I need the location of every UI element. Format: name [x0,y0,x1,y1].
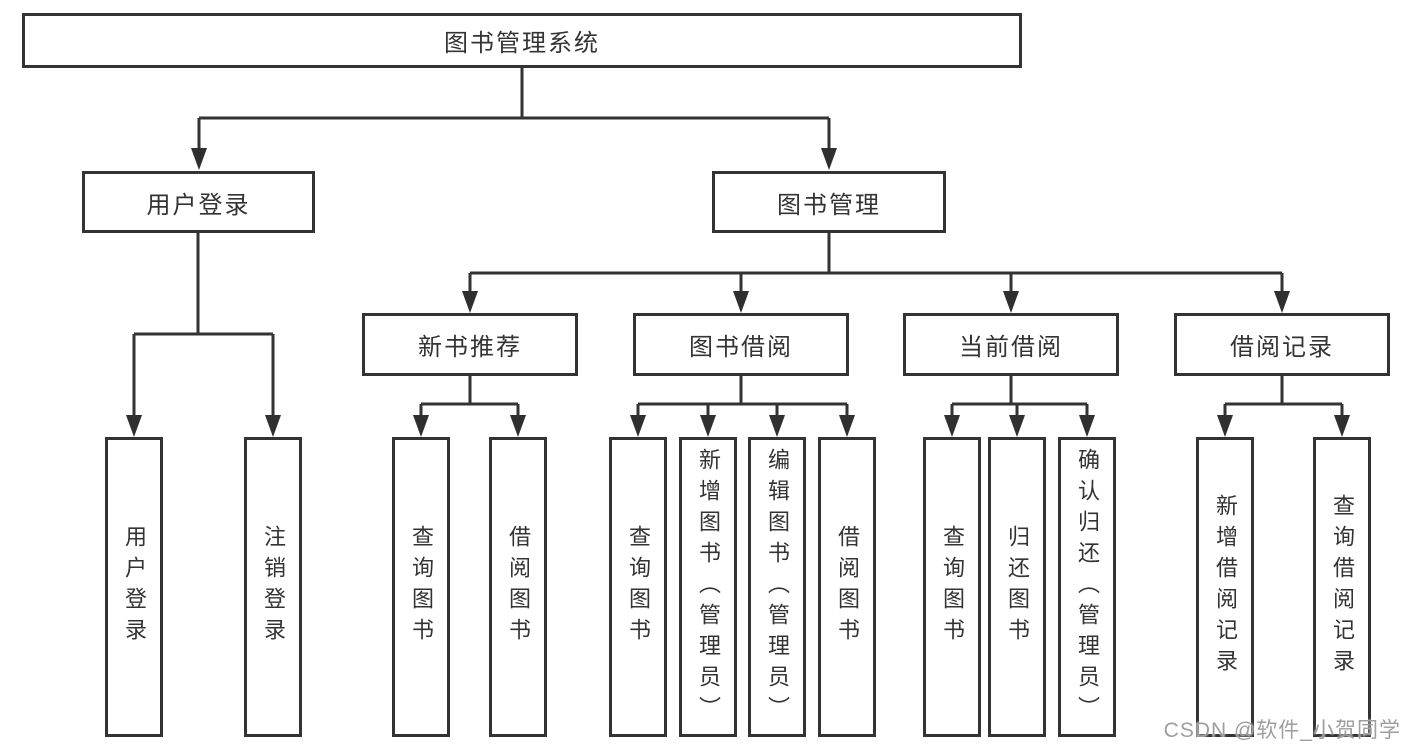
arrowhead [700,415,716,437]
leaf-edit-book-admin: 编辑图书（管理员） [748,437,806,737]
leaf-query-books-2: 查询图书 [609,437,667,737]
connector-userlogin-leaves [132,233,275,423]
connector-bookmgmt-level3 [468,233,1284,299]
arrowhead [630,415,646,437]
leaf-query-books-3-label: 查询图书 [940,525,965,649]
node-new-book-recommend-label: 新书推荐 [418,334,522,361]
leaf-query-books-2-label: 查询图书 [626,525,651,649]
arrowhead [1079,415,1095,437]
node-book-borrow: 图书借阅 [633,313,849,376]
node-book-borrow-label: 图书借阅 [689,334,793,361]
connector-borrow-leaves [636,376,849,423]
node-root-label: 图书管理系统 [444,30,600,57]
leaf-add-borrow-record: 新增借阅记录 [1196,437,1254,737]
arrowhead [126,415,142,437]
node-book-management-label: 图书管理 [777,191,881,219]
leaf-confirm-return-admin-label: 确认归还（管理员） [1075,447,1100,727]
arrowhead [462,291,478,313]
node-borrow-records-label: 借阅记录 [1230,334,1334,361]
node-root: 图书管理系统 [22,13,1022,68]
node-new-book-recommend: 新书推荐 [362,313,578,376]
node-borrow-records: 借阅记录 [1174,313,1390,376]
leaf-return-book: 归还图书 [988,437,1046,737]
arrowhead [1009,415,1025,437]
leaf-query-borrow-record: 查询借阅记录 [1313,437,1371,737]
leaf-add-book-admin: 新增图书（管理员） [679,437,737,737]
leaf-query-books-1: 查询图书 [392,437,450,737]
node-user-login: 用户登录 [82,171,315,233]
connector-current-leaves [950,376,1089,423]
leaf-return-book-label: 归还图书 [1005,525,1030,649]
node-book-management: 图书管理 [712,171,946,233]
connector-records-leaves [1223,376,1344,423]
connector-root-level2 [197,68,831,156]
leaf-borrow-books-1: 借阅图书 [489,437,547,737]
node-current-borrow: 当前借阅 [903,313,1119,376]
leaf-user-login-label: 用户登录 [122,525,147,649]
node-user-login-label: 用户登录 [146,191,251,219]
arrowhead [821,148,837,170]
csdn-watermark: CSDN @软件_小贺同学 [1163,719,1401,742]
arrowhead [510,415,526,437]
arrowhead [733,291,749,313]
leaf-confirm-return-admin: 确认归还（管理员） [1058,437,1116,737]
leaf-query-borrow-record-label: 查询借阅记录 [1330,494,1355,680]
arrowhead [1274,291,1290,313]
leaf-edit-book-admin-label: 编辑图书（管理员） [765,447,790,727]
arrowhead [1217,415,1233,437]
leaf-borrow-books-1-label: 借阅图书 [506,525,531,649]
arrowhead [413,415,429,437]
leaf-logout-label: 注销登录 [261,525,286,649]
arrowhead [944,415,960,437]
arrowhead [769,415,785,437]
arrowhead [265,415,281,437]
leaf-query-books-1-label: 查询图书 [409,525,434,649]
leaf-borrow-books-2: 借阅图书 [818,437,876,737]
connector-newbook-leaves [419,376,520,423]
arrowhead [191,148,207,170]
arrowhead [1334,415,1350,437]
leaf-query-books-3: 查询图书 [923,437,981,737]
arrowhead [839,415,855,437]
arrowhead [1003,291,1019,313]
leaf-add-borrow-record-label: 新增借阅记录 [1213,494,1238,680]
leaf-logout: 注销登录 [244,437,302,737]
leaf-borrow-books-2-label: 借阅图书 [835,525,860,649]
leaf-user-login: 用户登录 [105,437,163,737]
leaf-add-book-admin-label: 新增图书（管理员） [696,447,721,727]
node-current-borrow-label: 当前借阅 [959,334,1063,361]
